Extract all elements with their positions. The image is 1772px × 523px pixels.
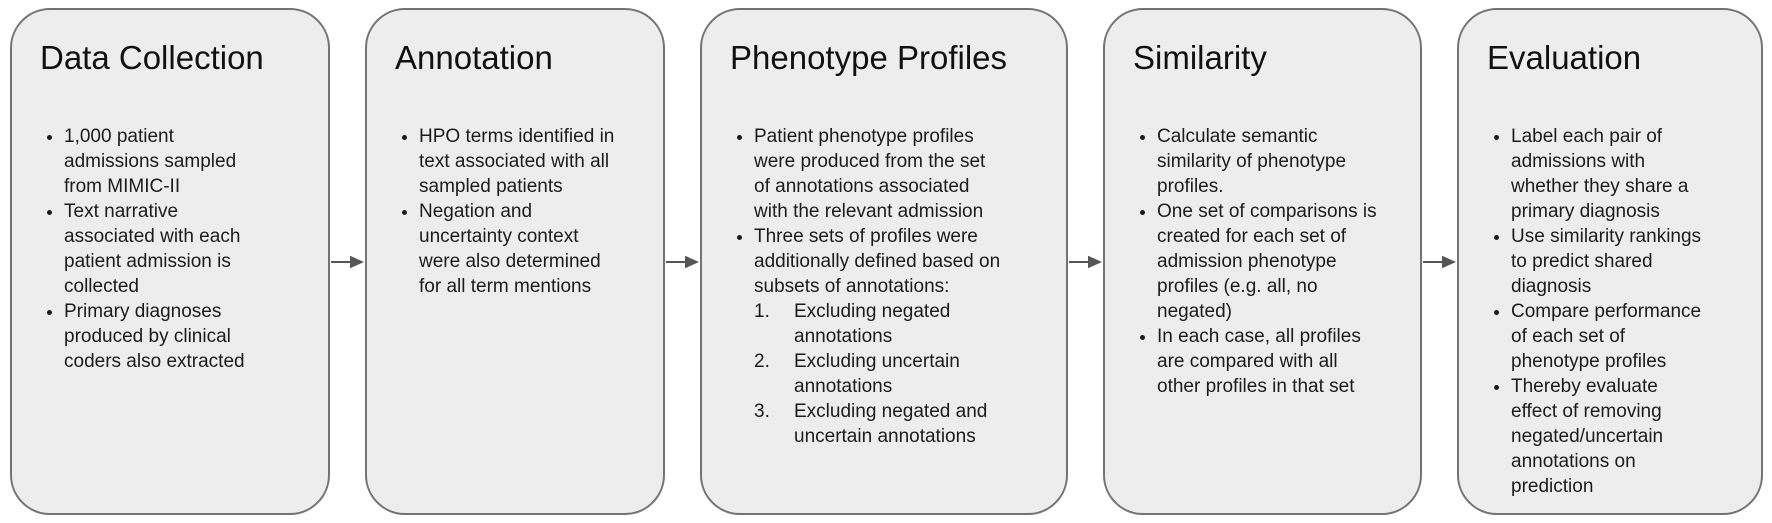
flow-connector bbox=[665, 8, 700, 515]
numbered-item-text: Excluding negated annotations bbox=[794, 300, 951, 347]
numbered-item: 2. Excluding uncertain annotations bbox=[754, 349, 1004, 399]
bullet-item: In each case, all profiles are compared … bbox=[1157, 324, 1377, 399]
bullet-item: Calculate semantic similarity of phenoty… bbox=[1157, 124, 1377, 199]
bullet-item: Primary diagnoses produced by clinical c… bbox=[64, 299, 272, 374]
bullet-item: HPO terms identified in text associated … bbox=[419, 124, 624, 199]
stage-box-annotation: Annotation HPO terms identified in text … bbox=[365, 8, 665, 515]
bullet-item: Use similarity rankings to predict share… bbox=[1511, 224, 1709, 299]
bullet-item: Negation and uncertainty context were al… bbox=[419, 199, 624, 299]
bullet-item: Compare performance of each set of pheno… bbox=[1511, 299, 1709, 374]
numbered-item: 1. Excluding negated annotations bbox=[754, 299, 1004, 349]
bullet-item: Text narrative associated with each pati… bbox=[64, 199, 272, 299]
bullet-item: One set of comparisons is created for ea… bbox=[1157, 199, 1377, 324]
flow-connector bbox=[1068, 8, 1103, 515]
bullet-list: Label each pair of admissions with wheth… bbox=[1487, 124, 1709, 499]
bullet-list: Patient phenotype profiles were produced… bbox=[730, 124, 1004, 299]
stage-title: Similarity bbox=[1133, 39, 1267, 76]
stage-title: Phenotype Profiles bbox=[730, 39, 1008, 76]
bullet-list: 1,000 patient admissions sampled from MI… bbox=[40, 124, 272, 374]
flow-connector bbox=[1422, 8, 1457, 515]
bullet-item: Three sets of profiles were additionally… bbox=[754, 224, 1004, 299]
numbered-list: 1. Excluding negated annotations 2. Excl… bbox=[754, 299, 1004, 449]
arrow-right-icon bbox=[1422, 255, 1456, 268]
stage-box-phenotype-profiles: Phenotype Profiles Patient phenotype pro… bbox=[700, 8, 1068, 515]
list-number: 1. bbox=[754, 300, 770, 322]
stage-box-similarity: Similarity Calculate semantic similarity… bbox=[1103, 8, 1422, 515]
stage-box-data-collection: Data Collection 1,000 patient admissions… bbox=[10, 8, 330, 515]
stage-box-evaluation: Evaluation Label each pair of admissions… bbox=[1457, 8, 1763, 515]
bullet-list: HPO terms identified in text associated … bbox=[395, 124, 624, 299]
numbered-item-text: Excluding uncertain annotations bbox=[794, 350, 960, 397]
bullet-item: Thereby evaluate effect of removing nega… bbox=[1511, 374, 1709, 499]
stage-title: Data Collection bbox=[40, 39, 264, 76]
bullet-item: Patient phenotype profiles were produced… bbox=[754, 124, 1004, 224]
numbered-item: 3. Excluding negated and uncertain annot… bbox=[754, 399, 1004, 449]
list-number: 3. bbox=[754, 400, 770, 422]
arrow-right-icon bbox=[665, 255, 699, 268]
stage-title: Annotation bbox=[395, 39, 553, 76]
bullet-item: Label each pair of admissions with wheth… bbox=[1511, 124, 1709, 224]
bullet-item: 1,000 patient admissions sampled from MI… bbox=[64, 124, 272, 199]
arrow-right-icon bbox=[1068, 255, 1102, 268]
list-number: 2. bbox=[754, 350, 770, 372]
flow-connector bbox=[330, 8, 365, 515]
stage-title: Evaluation bbox=[1487, 39, 1642, 76]
bullet-list: Calculate semantic similarity of phenoty… bbox=[1133, 124, 1377, 399]
numbered-item-text: Excluding negated and uncertain annotati… bbox=[794, 400, 988, 447]
arrow-right-icon bbox=[330, 255, 364, 268]
